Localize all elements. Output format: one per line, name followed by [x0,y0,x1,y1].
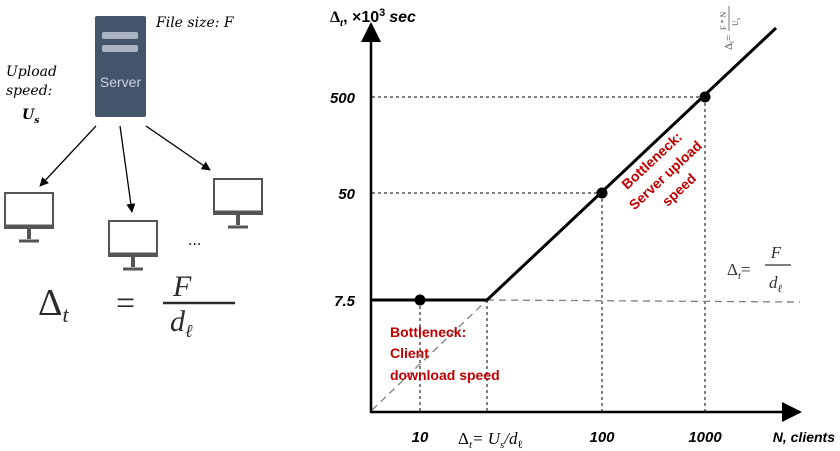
server-icon: Server [95,16,146,117]
guide-lines [372,96,706,412]
upload-speed-label: Upload speed: Us [6,64,57,126]
distribution-arrows [39,125,211,213]
x-axis-label: N, clients [773,429,835,445]
slope-extension-line [371,299,488,411]
svg-text:F: F [770,243,782,262]
y-tick-label-50: 50 [338,186,355,203]
client-bottleneck-label: Bottleneck: Client download speed [390,324,500,383]
data-point-n100 [596,187,608,199]
data-point-n10 [414,294,426,306]
client-computer-icon [108,220,158,271]
x-tick-label-10: 10 [412,429,429,446]
client-computer-icon [4,192,54,243]
x-tick-label-100: 100 [589,429,615,446]
svg-text:dℓ: dℓ [769,273,783,295]
svg-text:Bottleneck:: Bottleneck: [390,324,466,340]
flat-region-formula: Δt= F dℓ [727,243,791,295]
x-crossover-annotation: Δt= Us/dℓ [458,429,523,451]
svg-text:Δt=: Δt= [727,260,751,282]
svg-text:Δt: Δt [38,282,69,327]
svg-text:=: = [116,285,135,322]
flat-extension-line [486,299,801,303]
svg-text:Us: Us [731,17,742,26]
slope-region-formula: Δt= F * N Us [719,6,742,50]
svg-text:F: F [172,270,192,303]
svg-text:dℓ: dℓ [170,305,193,341]
file-size-label: File size: F [155,15,235,31]
server-label: Server [100,74,142,90]
svg-text:F * N: F * N [719,12,728,30]
data-point-n1000 [699,91,711,103]
download-time-formula: Δt = F dℓ [38,270,235,341]
y-tick-label-500: 500 [330,90,356,107]
svg-text:Client: Client [390,345,429,361]
svg-text:Δt=: Δt= [723,35,736,50]
y-tick-label-7.5: 7.5 [334,293,356,310]
server-bottleneck-label: Bottleneck: Server upload speed [618,129,705,213]
x-tick-label-1000: 1000 [688,429,722,446]
svg-text:Us: Us [22,107,39,126]
download-time-curve [371,26,778,302]
client-computer-icon [213,178,263,229]
svg-text:download speed: download speed [390,367,500,383]
svg-text:speed:: speed: [6,83,52,99]
ellipsis: ... [188,233,201,249]
svg-text:Upload: Upload [6,64,57,80]
